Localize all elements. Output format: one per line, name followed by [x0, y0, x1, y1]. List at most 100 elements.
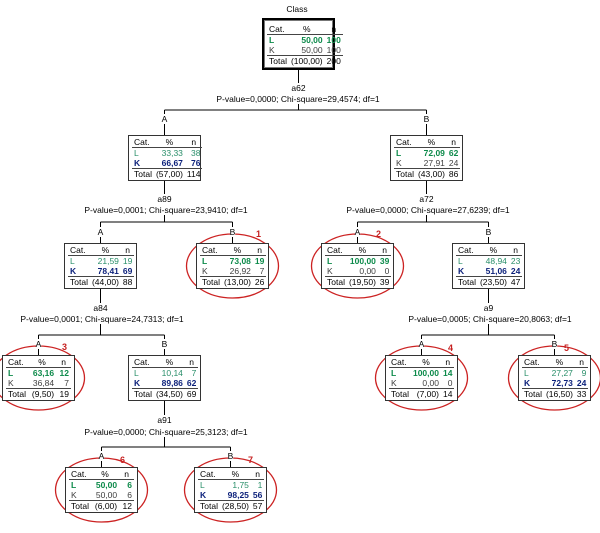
row-n: 0	[384, 266, 390, 276]
split-variable: a91	[157, 415, 172, 425]
total-n: 86	[446, 168, 461, 179]
row-pct: 0,00	[422, 378, 439, 388]
total-n: 114	[184, 168, 203, 179]
header-n: n	[574, 357, 589, 368]
row-n: 14	[442, 368, 453, 378]
total-n: 33	[574, 388, 589, 399]
total-cat: Total	[68, 276, 90, 287]
row-pct: 50,00	[95, 480, 118, 490]
row-pct: 66,67	[161, 158, 183, 168]
header-cat: Cat.	[456, 245, 478, 256]
total-n: 14	[440, 388, 455, 399]
branch-label-right: B	[161, 339, 168, 349]
row-cat: K	[327, 266, 333, 276]
split-variable: a89	[157, 194, 172, 204]
header-pct: %	[410, 357, 441, 368]
header-n: n	[440, 357, 455, 368]
row-n: 7	[259, 266, 265, 276]
header-n: n	[120, 245, 135, 256]
branch-label-right: B	[551, 339, 558, 349]
branch-label-right: B	[423, 114, 430, 124]
highlight-number: 3	[62, 342, 68, 352]
header-pct: %	[415, 137, 447, 148]
total-cat: Total	[198, 500, 220, 511]
highlight-number: 1	[256, 229, 262, 239]
row-n: 7	[191, 368, 197, 378]
total-pct: (7,00)	[410, 388, 441, 399]
row-n: 6	[127, 490, 132, 500]
total-cat: Total	[6, 388, 28, 399]
row-n: 62	[448, 148, 459, 158]
total-pct: (34,50)	[153, 388, 185, 399]
header-pct: %	[543, 357, 575, 368]
row-pct: 63,16	[32, 368, 55, 378]
row-cat: L	[327, 256, 333, 266]
header-n: n	[508, 245, 523, 256]
branch-label-right: B	[485, 227, 492, 237]
header-cat: Cat.	[132, 357, 154, 368]
row-pct: 0,00	[359, 266, 376, 276]
header-pct: %	[90, 469, 120, 480]
row-pct: 27,91	[423, 158, 445, 168]
total-pct: (9,50)	[27, 388, 57, 399]
row-pct: 33,33	[161, 148, 183, 158]
row-pct: 21,59	[97, 256, 119, 266]
header-cat: Cat.	[200, 245, 222, 256]
split-statistics: P-value=0,0001; Chi-square=24,7313; df=1	[20, 314, 184, 324]
header-cat: Cat.	[198, 469, 220, 480]
header-n: n	[56, 357, 71, 368]
header-cat: Cat.	[132, 137, 154, 148]
branch-label-right: B	[227, 451, 234, 461]
split-variable: a72	[419, 194, 434, 204]
row-cat: K	[71, 490, 77, 500]
total-cat: Total	[325, 276, 347, 287]
total-pct: (44,00)	[89, 276, 121, 287]
total-pct: (57,00)	[153, 168, 185, 179]
total-cat: Total	[200, 276, 222, 287]
total-n: 69	[184, 388, 199, 399]
row-cat: L	[524, 368, 529, 378]
total-n: 39	[377, 276, 392, 287]
header-n: n	[119, 469, 134, 480]
row-n: 38	[191, 148, 201, 158]
branch-label-left: A	[35, 339, 42, 349]
row-n: 9	[581, 368, 587, 378]
row-cat: L	[71, 480, 77, 490]
row-n: 23	[510, 256, 521, 266]
row-pct: 72,73	[551, 378, 573, 388]
row-cat: L	[134, 368, 139, 378]
header-cat: Cat.	[69, 469, 91, 480]
row-pct: 89,86	[161, 378, 183, 388]
split-variable: a84	[93, 303, 108, 313]
tree-title: Class	[286, 4, 308, 14]
row-pct: 10,14	[161, 368, 183, 378]
branch-label-left: A	[354, 227, 361, 237]
total-pct: (100,00)	[288, 55, 325, 66]
split-variable: a62	[291, 83, 306, 93]
total-cat: Total	[394, 168, 416, 179]
header-pct: %	[153, 137, 185, 148]
row-n: 100	[326, 35, 341, 45]
branch-label-left: A	[161, 114, 168, 124]
row-pct: 27,27	[551, 368, 573, 378]
header-pct: %	[219, 469, 251, 480]
header-pct: %	[221, 245, 253, 256]
highlight-number: 2	[376, 229, 382, 239]
row-n: 56	[252, 490, 263, 500]
row-cat: K	[134, 158, 141, 168]
row-pct: 50,00	[95, 490, 118, 500]
row-cat: K	[8, 378, 14, 388]
row-pct: 78,41	[97, 266, 119, 276]
